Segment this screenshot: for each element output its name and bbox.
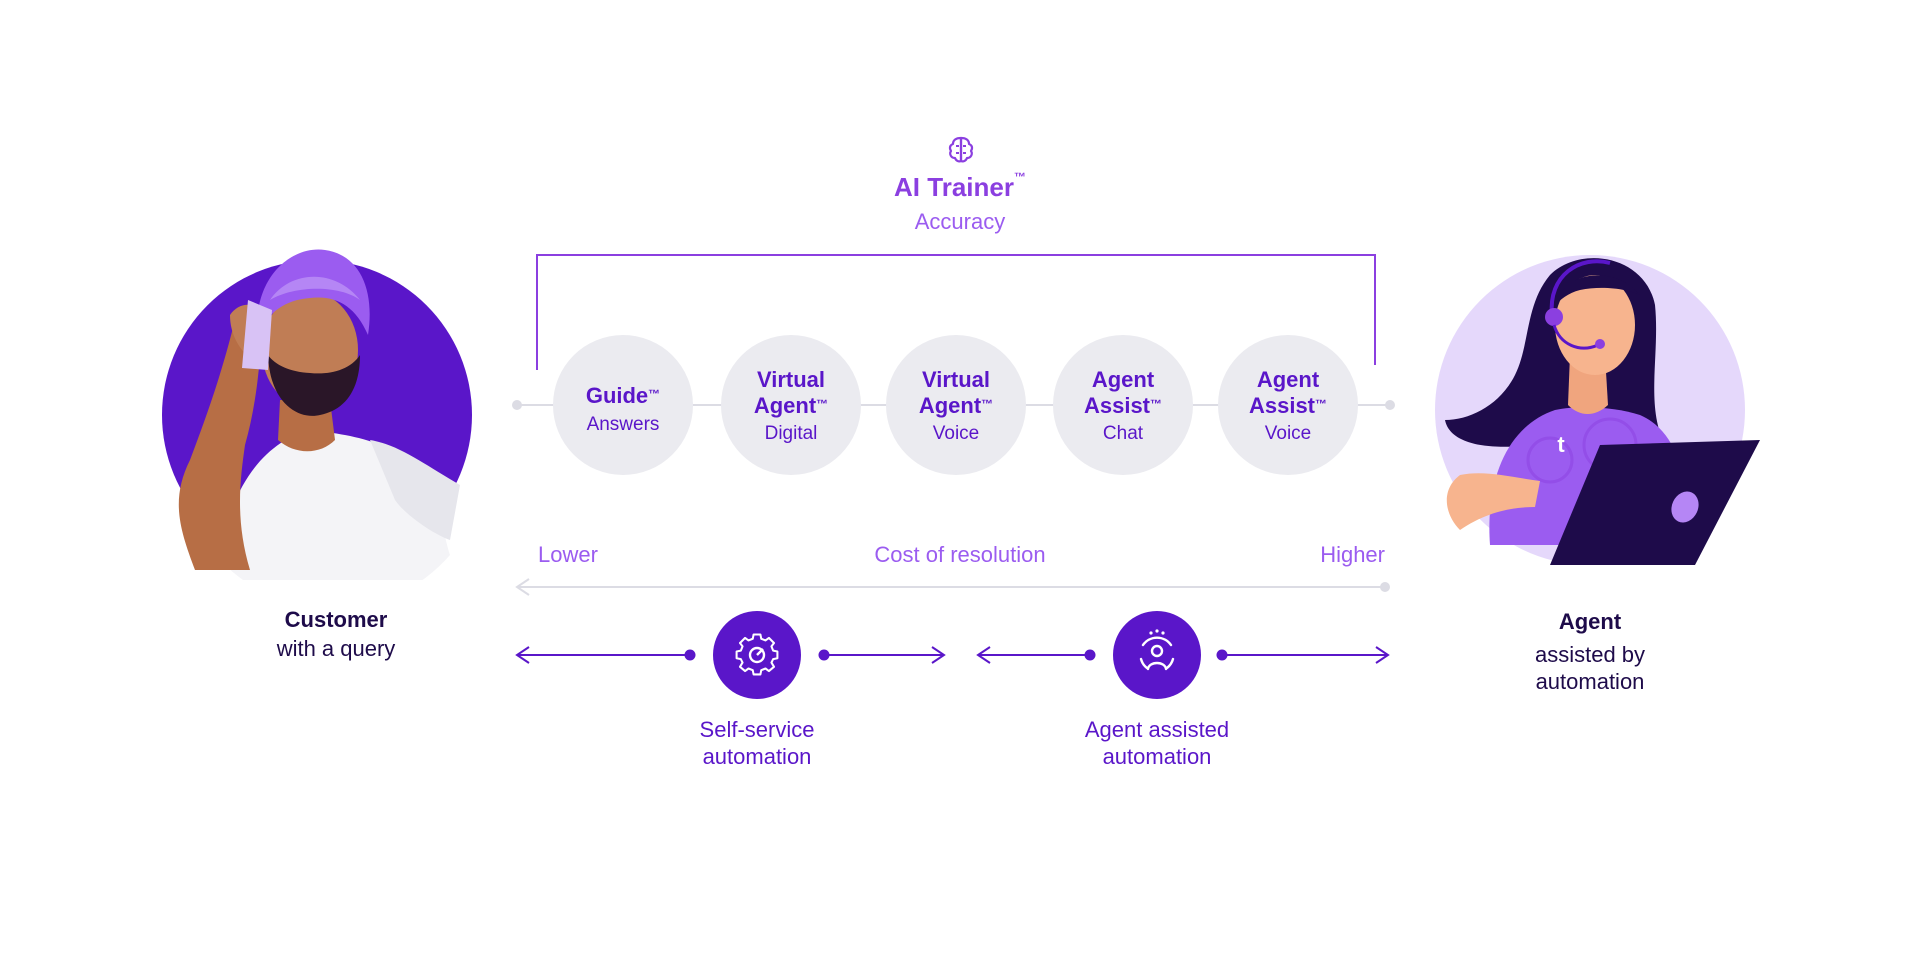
agent-assisted-label-1: Agent assisted — [1084, 717, 1230, 742]
node-guide-answers: Guide™ Answers — [553, 335, 693, 475]
node-virtual-agent-voice: Virtual Agent™ Voice — [886, 335, 1026, 475]
agent-title: Agent — [1558, 609, 1622, 634]
agent-subtitle-1: assisted by — [1534, 642, 1646, 667]
agent-assisted-label-2: automation — [1102, 744, 1212, 769]
node-agent-assist-voice: Agent Assist™ Voice — [1218, 335, 1358, 475]
trainer-subtitle: Accuracy — [914, 209, 1006, 234]
self-service-label-2: automation — [702, 744, 812, 769]
customer-illustration — [160, 240, 480, 609]
agent-badge: t — [1557, 432, 1565, 457]
agent-illustration — [1430, 245, 1770, 585]
node-virtual-agent-digital: Virtual Agent™ Digital — [721, 335, 861, 475]
gear-icon — [713, 611, 801, 699]
brain-icon — [945, 134, 977, 166]
cost-title: Cost of resolution — [874, 542, 1046, 567]
agent-subtitle-2: automation — [1535, 669, 1645, 694]
customer-title: Customer — [284, 607, 388, 632]
person-icon — [1113, 611, 1201, 699]
cost-lower-label: Lower — [538, 542, 598, 567]
trainer-title: AI Trainer™ — [894, 170, 1026, 202]
node-agent-assist-chat: Agent Assist™ Chat — [1053, 335, 1193, 475]
self-service-label-1: Self-service — [699, 717, 815, 742]
cost-higher-label: Higher — [1320, 542, 1385, 567]
customer-subtitle: with a query — [276, 636, 396, 661]
